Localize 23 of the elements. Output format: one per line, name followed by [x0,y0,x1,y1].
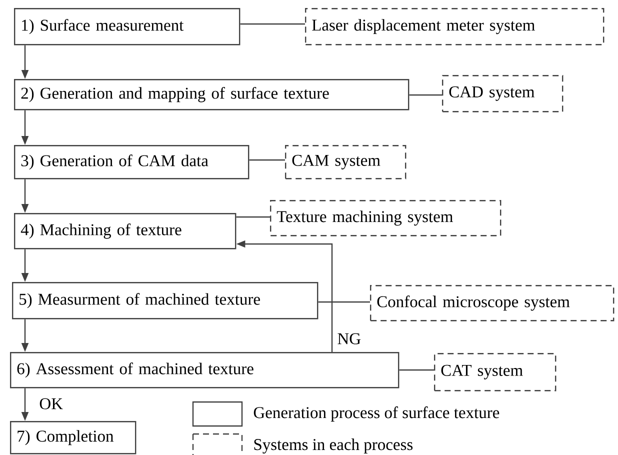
connector-line [409,94,442,96]
system-box: CAM system [285,145,406,180]
process-box: 4) Machining of texture [14,213,236,250]
connector-line [236,216,270,218]
edge-label: OK [38,397,64,410]
legend-text: Systems in each process [254,438,413,454]
connector-line [240,23,305,25]
process-box: 5) Measurment of machined texture [12,282,318,320]
process-box: 6) Assessment of machined texture [10,352,400,388]
process-box: 2) Generation and mapping of surface texture [14,79,410,110]
connector-line [399,369,434,371]
system-box: Texture machining system [270,200,502,236]
system-box: CAT system [434,353,556,392]
process-box: 7) Completion [10,421,136,454]
legend-text: Generation process of surface texture [254,406,500,422]
connector-line [249,159,285,161]
connector-line [318,301,370,303]
process-box: 3) Generation of CAM data [14,145,250,180]
process-box: 1) Surface measurement [14,8,240,46]
edge-label: NG [336,332,362,346]
system-box: CAD system [442,75,564,112]
system-box: Confocal microscope system [370,285,614,322]
system-box: Laser displacement meter system [305,8,604,46]
